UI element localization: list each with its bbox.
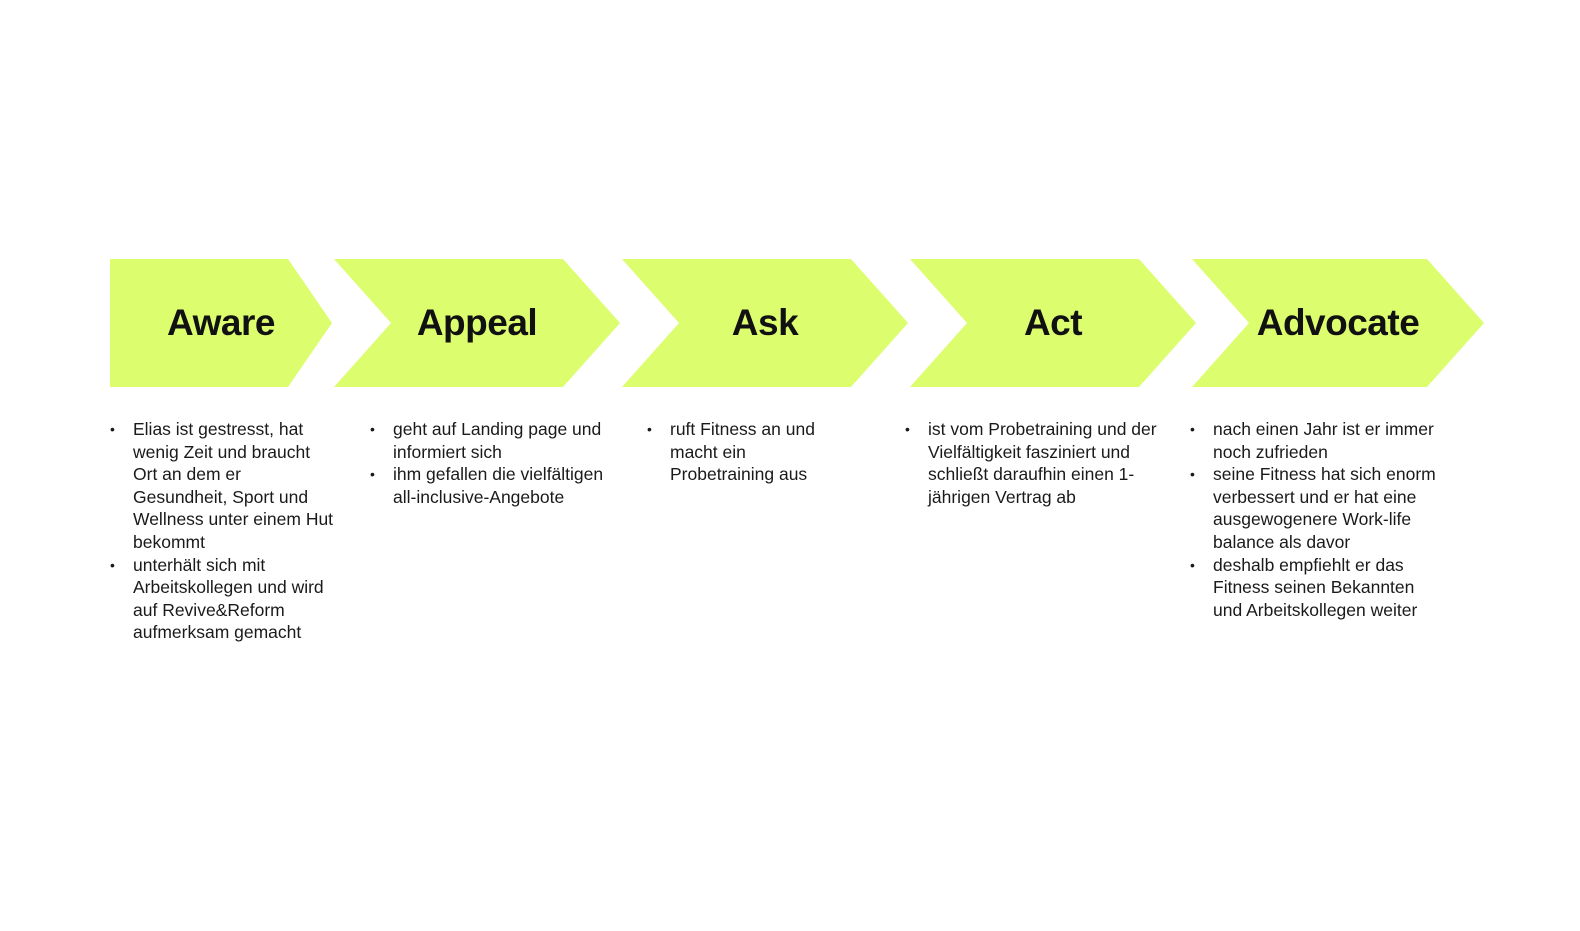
stage-ask-notes: ruft Fitness an und macht ein Probetrain… <box>647 418 847 486</box>
chevron-shape <box>622 259 908 387</box>
stage-appeal-notes: geht auf Landing page und informiert sic… <box>370 418 610 508</box>
note-item: ruft Fitness an und macht ein Probetrain… <box>647 418 847 486</box>
stage-appeal-chevron: Appeal <box>334 259 620 387</box>
stage-ask-chevron: Ask <box>622 259 908 387</box>
chevron-shape <box>334 259 620 387</box>
note-item: seine Fitness hat sich enorm verbessert … <box>1190 463 1440 553</box>
note-item: ihm gefallen die vielfältigen all-inclus… <box>370 463 610 508</box>
stage-act-chevron: Act <box>910 259 1196 387</box>
stage-aware-chevron: Aware <box>110 259 332 387</box>
stage-title: Advocate <box>1256 302 1420 343</box>
stage-title: Ask <box>731 302 799 343</box>
note-item: ist vom Probetraining und der Vielfältig… <box>905 418 1163 508</box>
stage-act-notes: ist vom Probetraining und der Vielfältig… <box>905 418 1163 508</box>
stage-title: Aware <box>167 302 275 343</box>
stage-aware-notes: Elias ist gestresst, hat wenig Zeit und … <box>110 418 336 644</box>
chevron-shape <box>110 259 332 387</box>
note-item: unterhält sich mit Arbeitskollegen und w… <box>110 554 336 644</box>
chevron-shape <box>1192 259 1484 387</box>
note-item: Elias ist gestresst, hat wenig Zeit und … <box>110 418 336 554</box>
note-item: geht auf Landing page und informiert sic… <box>370 418 610 463</box>
stage-advocate-notes: nach einen Jahr ist er immer noch zufrie… <box>1190 418 1440 621</box>
note-item: deshalb empfiehlt er das Fitness seinen … <box>1190 554 1440 622</box>
chevron-shape <box>910 259 1196 387</box>
note-item: nach einen Jahr ist er immer noch zufrie… <box>1190 418 1440 463</box>
stage-advocate-chevron: Advocate <box>1192 259 1484 387</box>
stage-title: Appeal <box>416 302 538 343</box>
stage-title: Act <box>1023 302 1083 343</box>
